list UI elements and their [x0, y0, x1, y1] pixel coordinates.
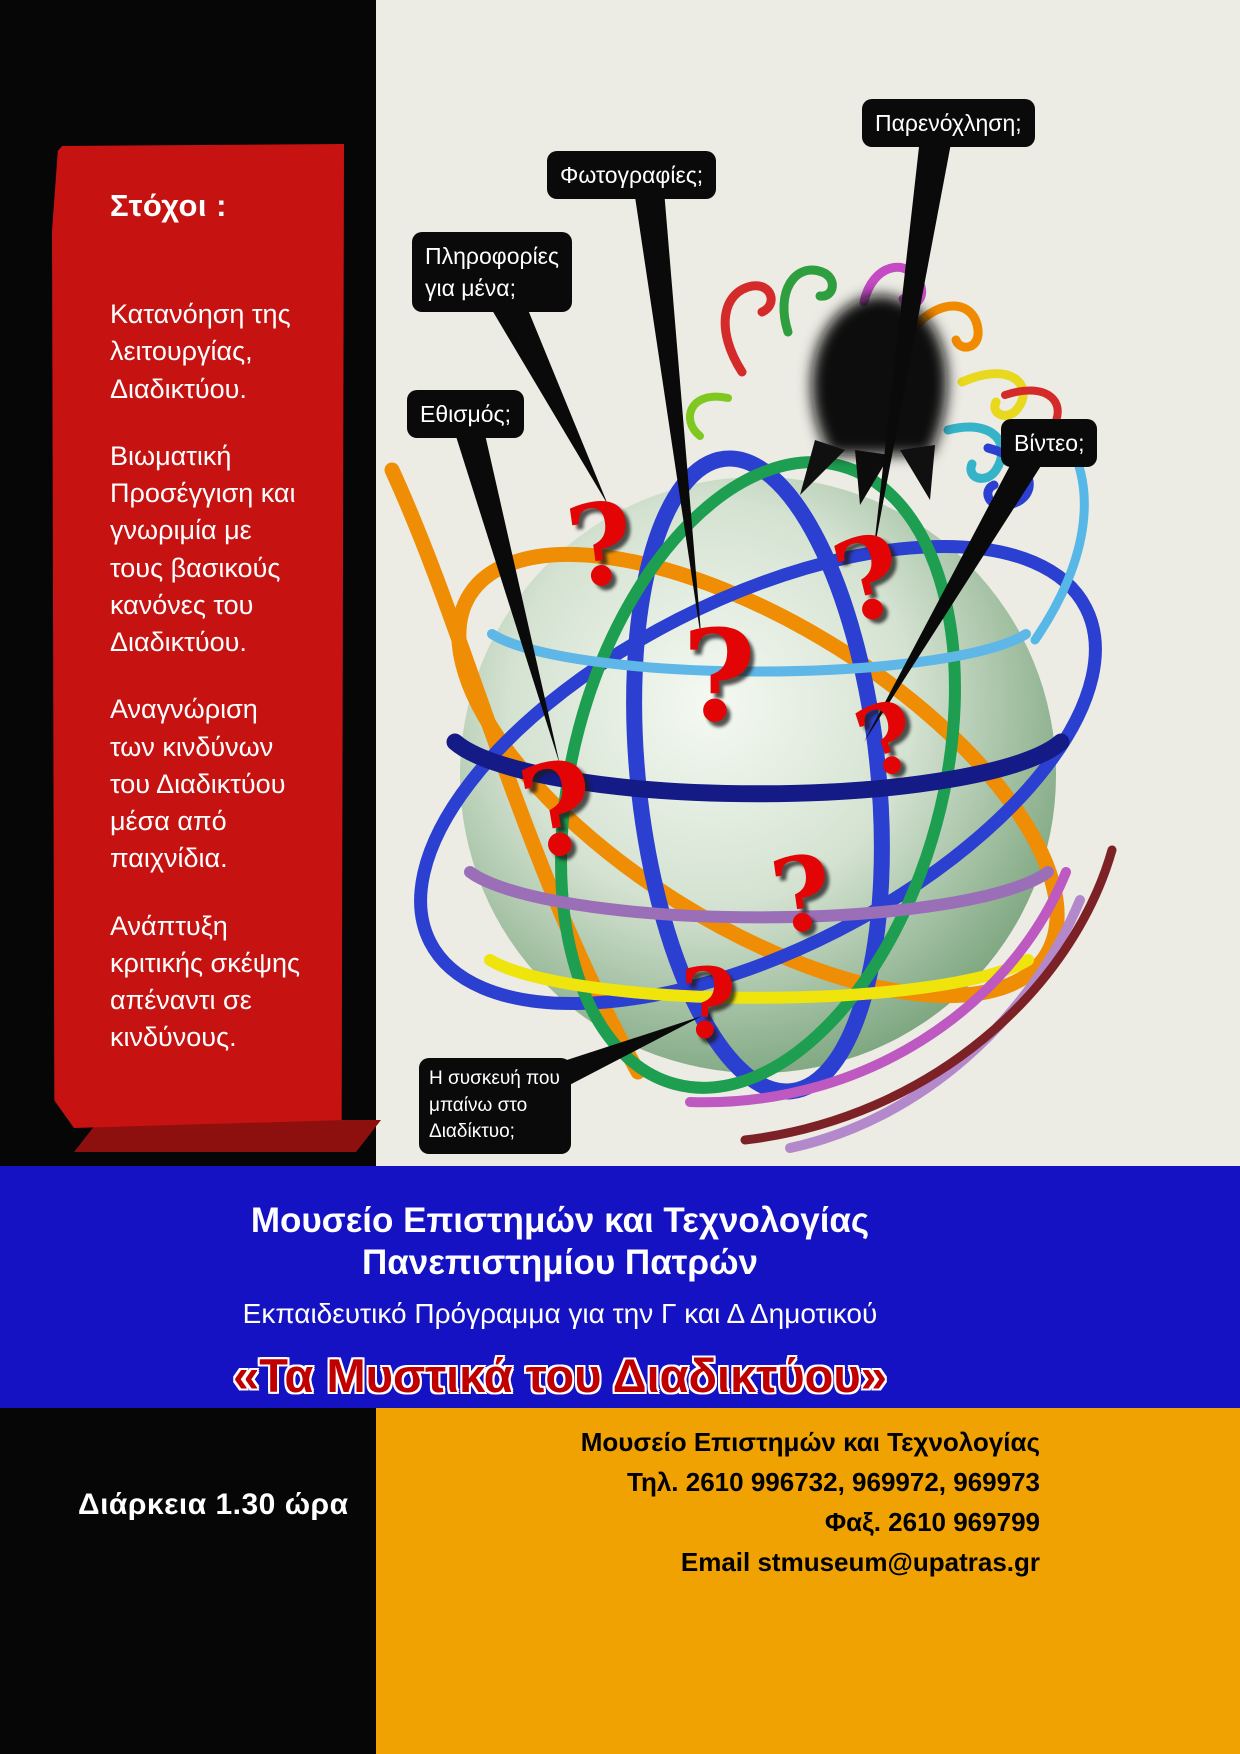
contact-fax: Φαξ. 2610 969799 [824, 1507, 1040, 1537]
goals-panel: Στόχοι : Κατανόηση της λειτουργίας, Διαδ… [52, 143, 344, 1128]
question-mark: ? [679, 947, 737, 1060]
goals-title: Στόχοι : [110, 188, 227, 223]
question-mark: ? [508, 730, 608, 890]
monster-fur [900, 445, 935, 500]
callout-addiction: Εθισμός; [407, 390, 524, 439]
question-mark: ? [764, 831, 840, 959]
globe [384, 425, 1117, 1153]
monster-body [811, 295, 948, 455]
callout-device: Η συσκευή που μπαίνω στο Διαδίκτυο; [419, 1058, 571, 1154]
footer: Διάρκεια 1.30 ώρα Μουσείο Επιστημών και … [0, 1408, 1240, 1754]
question-mark: ? [559, 476, 643, 615]
museum-name-line1: Μουσείο Επιστημών και Τεχνολογίας [250, 1201, 870, 1240]
callout-tail-photos [634, 190, 702, 645]
goal-item: Αναγνώριση των κινδύνων του Διαδικτύου μ… [110, 694, 286, 874]
callout-personal-info: Πληροφορίες για μένα; [412, 232, 572, 313]
contact-phone: Τηλ. 2610 996732, 969972, 969973 [627, 1467, 1040, 1497]
duration-label: Διάρκεια 1.30 ώρα [78, 1488, 349, 1521]
question-mark: ? [842, 677, 932, 802]
goal-item: Βιωματική Προσέγγιση και γνωριμία με του… [110, 440, 296, 657]
goal-item: Κατανόηση της λειτουργίας, Διαδικτύου. [110, 299, 291, 404]
program-title: «Τα Μυστικά του Διαδικτύου» [233, 1349, 887, 1402]
globe-ribbons [384, 425, 1117, 1153]
callout-harassment: Παρενόχληση; [862, 99, 1035, 148]
question-mark: ? [821, 508, 917, 652]
monster-illustration [686, 262, 1062, 510]
monster-tentacles [686, 262, 1062, 510]
museum-name-line2: Πανεπιστημίου Πατρών [361, 1243, 759, 1282]
callout-tail-harassment [873, 138, 952, 556]
monster-fur [855, 450, 890, 505]
goal-item: Ανάπτυξη κριτικής σκέψης απέναντι σε κιν… [110, 910, 301, 1053]
program-audience: Εκπαιδευτικό Πρόγραμμα για την Γ και Δ Δ… [242, 1298, 878, 1329]
callout-video: Βίντεο; [1001, 419, 1098, 468]
museum-banner: Μουσείο Επιστημών και Τεχνολογίας Πανεπι… [0, 1166, 1240, 1408]
question-mark: ? [682, 602, 756, 750]
contact-block: Μουσείο Επιστημών και Τεχνολογίας Τηλ. 2… [376, 1408, 1240, 1754]
contact-museum-name: Μουσείο Επιστημών και Τεχνολογίας [580, 1427, 1040, 1457]
callout-photos: Φωτογραφίες; [547, 151, 717, 200]
contact-email: Email stmuseum@upatras.gr [680, 1547, 1040, 1577]
callout-tail-addiction [454, 430, 560, 765]
monster-fur [800, 440, 845, 495]
